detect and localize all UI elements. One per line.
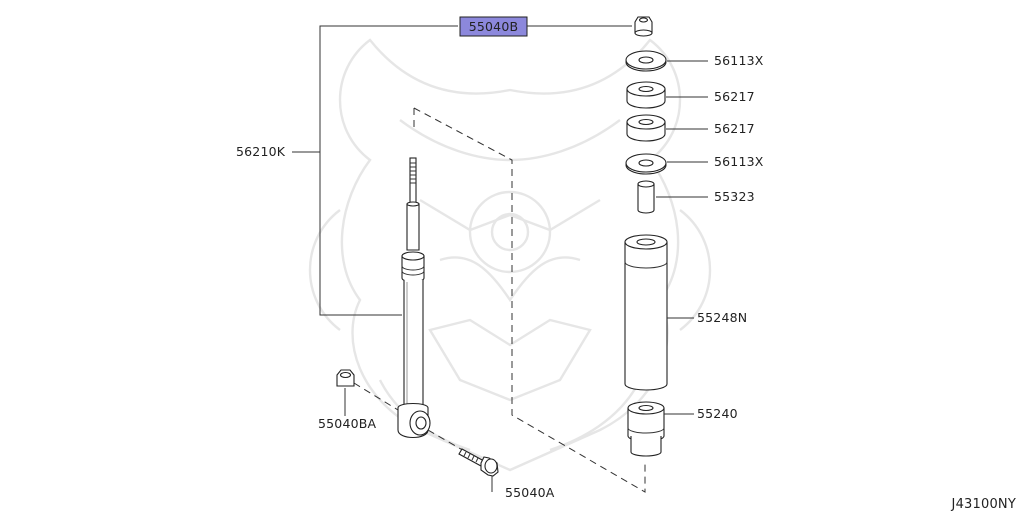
dashed-55040A bbox=[427, 429, 467, 453]
assembly-dashed-outline bbox=[413, 107, 646, 493]
bushing-56217-upper[interactable] bbox=[626, 81, 666, 109]
washer-56113X-top[interactable] bbox=[625, 50, 667, 72]
label-55240: 55240 bbox=[697, 406, 738, 421]
bushing-56217-lower[interactable] bbox=[626, 114, 666, 142]
top-nut-part[interactable] bbox=[634, 16, 653, 37]
label-55040BA: 55040BA bbox=[318, 416, 377, 431]
dust-cover-55248N[interactable] bbox=[624, 234, 668, 391]
bolt-55040A[interactable] bbox=[458, 448, 499, 477]
label-55323: 55323 bbox=[714, 189, 755, 204]
dashed-55040BA bbox=[353, 382, 399, 411]
collar-55323[interactable] bbox=[637, 180, 655, 214]
shock-absorber-56210K[interactable] bbox=[397, 157, 431, 439]
label-56217-lower: 56217 bbox=[714, 121, 755, 136]
label-55248N: 55248N bbox=[697, 310, 747, 325]
bracket-56210K bbox=[319, 25, 458, 316]
label-56113X-bottom: 56113X bbox=[714, 154, 764, 169]
label-55040A: 55040A bbox=[505, 485, 555, 500]
label-56217-upper: 56217 bbox=[714, 89, 755, 104]
label-56210K: 56210K bbox=[236, 144, 286, 159]
label-56113X-top: 56113X bbox=[714, 53, 764, 68]
label-55040B: 55040B bbox=[469, 19, 519, 34]
nut-55040BA[interactable] bbox=[336, 369, 355, 387]
diagram-reference-code: J43100NY bbox=[951, 497, 1016, 511]
highlighted-callout-55040B[interactable]: 55040B bbox=[459, 16, 528, 37]
washer-56113X-bottom[interactable] bbox=[625, 153, 667, 175]
bumper-55240[interactable] bbox=[627, 401, 665, 457]
